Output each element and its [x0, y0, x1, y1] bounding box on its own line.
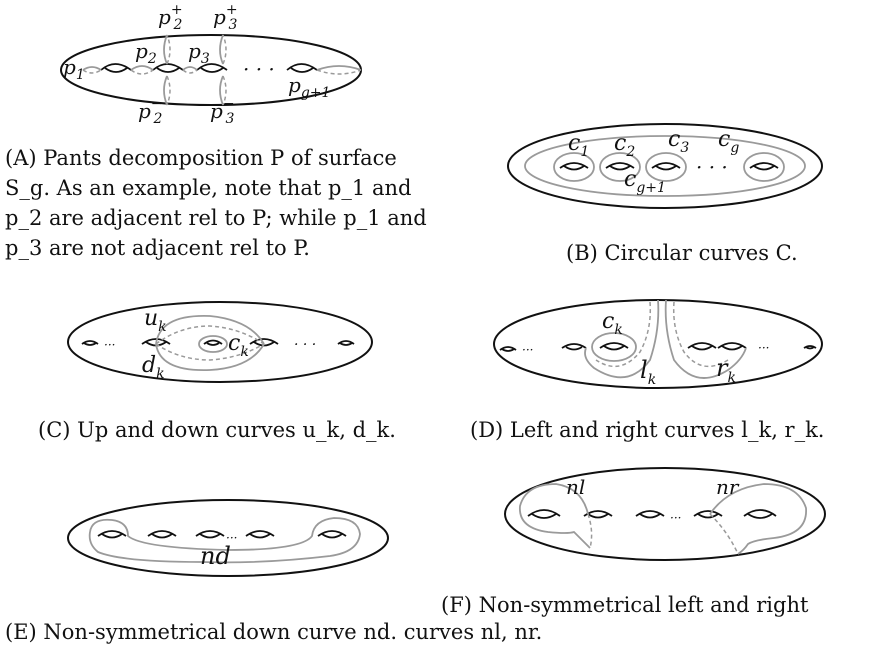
surface-holes [499, 342, 817, 352]
curve-l-k-back [595, 301, 652, 368]
ellipsis-left: ··· [522, 343, 533, 357]
ellipsis-left: ··· [104, 338, 115, 352]
label-p2: p2 [135, 39, 157, 67]
figure-d-left-right-curves: ··· ··· ck lk rk [493, 299, 823, 389]
label-nd: nd [200, 542, 231, 570]
label-c1: c1 [568, 131, 589, 160]
label-c-k: ck [602, 309, 623, 338]
label-p1: p1 [63, 55, 85, 83]
surface-holes [81, 338, 355, 347]
curve-u-k-back [155, 325, 265, 345]
curve-r-k [664, 299, 747, 379]
surface-outline [67, 301, 373, 383]
caption-a-line3: p_2 are adjacent rel to P; while p_1 and [5, 206, 427, 230]
figure-f-non-symmetrical-left-right-curves: nl nr ··· [504, 467, 826, 561]
label-r-k: rk [716, 354, 736, 386]
pants-curves [82, 34, 362, 106]
figure-a-pants-decomposition: p1 p2 p3 pg+1 · · · p+2 p+3 p−2 p−3 [60, 2, 362, 127]
curve-u-k [155, 315, 265, 345]
caption-a-line2: S_g. As an example, note that p_1 and [5, 176, 412, 200]
ellipsis-right: ··· [758, 341, 769, 355]
curve-d-k [155, 343, 265, 371]
label-p3: p3 [188, 39, 210, 67]
label-nl: nl [566, 475, 585, 499]
caption-e-and-f-line2: (E) Non-symmetrical down curve nd. curve… [5, 617, 875, 647]
label-cg: cg [718, 127, 739, 156]
ellipsis: ··· [226, 531, 237, 545]
caption-a-line1: (A) Pants decomposition P of surface [5, 146, 397, 170]
label-p2-plus: p+2 [158, 2, 183, 33]
caption-c: (C) Up and down curves u_k, d_k. [38, 418, 396, 442]
label-c2: c2 [614, 131, 635, 160]
label-c3: c3 [668, 127, 689, 156]
figure-e-non-symmetrical-down-curve: ··· nd [67, 499, 389, 577]
curve-r-k-back [672, 301, 729, 368]
label-u-k: uk [144, 306, 167, 335]
curve-nr-back [709, 513, 739, 555]
caption-a: (A) Pants decomposition P of surface S_g… [5, 143, 445, 263]
curve-c-k [591, 332, 637, 362]
ellipsis: · · · [243, 57, 275, 81]
label-p3-minus: p−3 [210, 96, 235, 127]
label-c-g-plus-1: cg+1 [624, 167, 666, 196]
caption-e-text: Non-symmetrical down curve nd. [43, 620, 398, 644]
curve-l-k [584, 299, 660, 379]
caption-f-line1: (F) Non-symmetrical left and right [441, 593, 809, 617]
curve-c-k [198, 335, 228, 353]
curve-nl-back [587, 513, 593, 549]
label-d-k: dk [142, 353, 165, 382]
ellipsis: ··· [670, 511, 681, 525]
surface-holes [97, 530, 347, 539]
surface-holes [527, 509, 777, 519]
caption-e-tag: (E) [5, 620, 37, 644]
surface-holes [559, 162, 779, 171]
caption-d: (D) Left and right curves l_k, r_k. [470, 418, 825, 442]
label-pg1: pg+1 [288, 73, 330, 101]
caption-a-line4: p_3 are not adjacent rel to P. [5, 236, 310, 260]
curve-d-k-back [155, 343, 265, 361]
circular-curves [553, 152, 785, 182]
figure-b-circular-curves: c1 c2 c3 cg cg+1 · · · [507, 123, 823, 209]
caption-f-line2: curves nl, nr. [403, 620, 543, 644]
curve-nd [88, 517, 361, 564]
label-nr: nr [716, 475, 740, 499]
label-p3-plus: p+3 [213, 2, 238, 33]
curve-nr [709, 483, 807, 555]
curve-c-g-plus-1 [524, 135, 806, 197]
curve-nl [519, 483, 591, 549]
surface-outline [507, 123, 823, 209]
caption-b: (B) Circular curves C. [566, 241, 798, 265]
surface-holes [100, 63, 318, 73]
label-l-k: lk [640, 356, 656, 388]
ellipsis: · · · [696, 155, 728, 179]
surface-outline [504, 467, 826, 561]
surface-outline [67, 499, 389, 577]
label-p2-minus: p−2 [138, 96, 163, 127]
label-c-k: ck [228, 331, 249, 360]
ellipsis-right: · · · [294, 337, 316, 353]
figure-c-up-down-curves: ··· · · · uk dk ck [67, 301, 373, 383]
